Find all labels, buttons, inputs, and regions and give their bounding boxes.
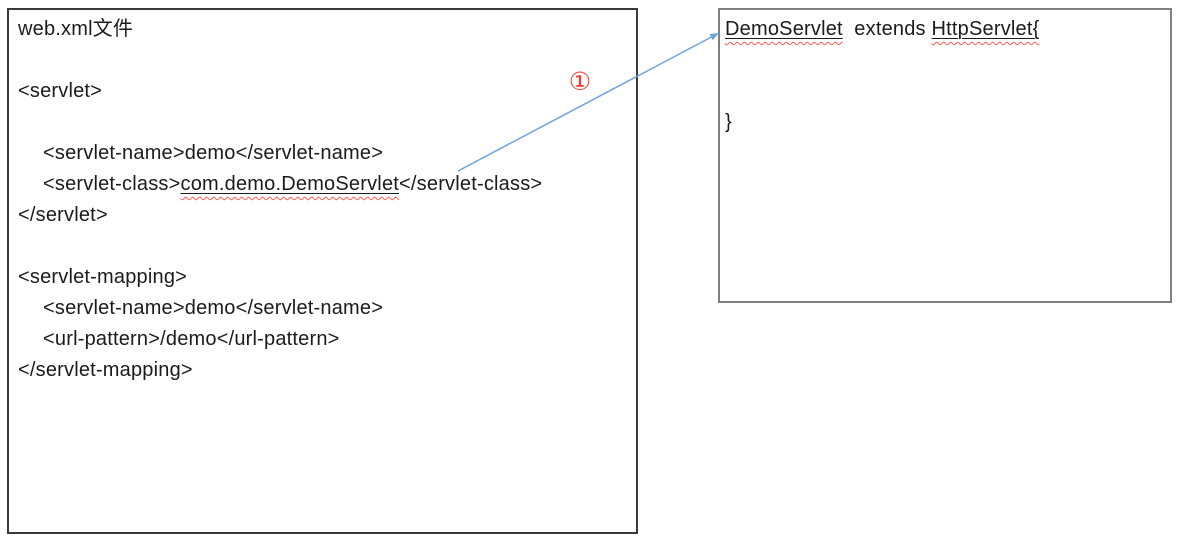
extends-keyword: extends <box>842 18 932 40</box>
blank-line <box>18 107 628 138</box>
url-pattern-line: <url-pattern>/demo</url-pattern> <box>43 328 340 350</box>
superclass-name: HttpServlet{ <box>931 18 1040 40</box>
class-name-underline: DemoServlet <box>725 18 843 40</box>
blank-line <box>725 45 1164 76</box>
servlet-name-line: <servlet-name>demo</servlet-name> <box>43 142 384 164</box>
webxml-title: web.xml文件 <box>18 18 134 40</box>
step-1-label: ① <box>568 68 592 96</box>
servlet-mapping-open-tag: <servlet-mapping> <box>18 266 188 288</box>
servlet-class-open-tag: <servlet-class> <box>43 173 181 195</box>
webxml-box: web.xml文件 <servlet> <servlet-name>demo</… <box>7 8 638 534</box>
blank-line <box>18 231 628 262</box>
servlet-class-value: com.demo.DemoServlet <box>180 173 400 195</box>
servlet-class-value-underline: com.demo.DemoServlet <box>181 173 400 195</box>
servlet-close-tag: </servlet> <box>18 204 108 226</box>
mapping-servlet-name-line: <servlet-name>demo</servlet-name> <box>43 297 384 319</box>
class-declaration-line: DemoServlet extends HttpServlet{ <box>725 14 1164 45</box>
servlet-class-close-tag: </servlet-class> <box>399 173 543 195</box>
superclass-underline: HttpServlet{ <box>932 18 1040 40</box>
closing-brace: } <box>725 111 732 133</box>
servlet-class-box: DemoServlet extends HttpServlet{ } <box>718 8 1172 303</box>
class-name: DemoServlet <box>725 18 843 40</box>
blank-line <box>725 76 1164 107</box>
servlet-mapping-close-tag: </servlet-mapping> <box>18 359 193 381</box>
blank-line <box>18 45 628 76</box>
servlet-open-tag: <servlet> <box>18 80 103 102</box>
servlet-class-line: <servlet-class>com.demo.DemoServlet</ser… <box>18 169 628 200</box>
